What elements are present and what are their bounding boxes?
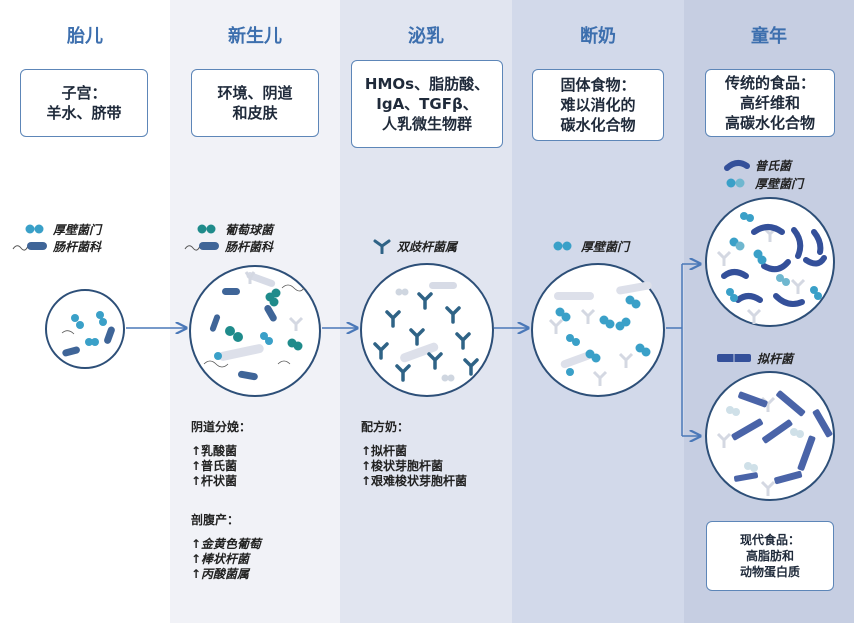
box-line: 高碳水化合物: [724, 114, 815, 132]
box-line: HMOs、脂肪酸、: [364, 75, 490, 93]
legend-label: 普氏菌: [755, 158, 792, 173]
note-item: ↑乳酸菌: [191, 444, 238, 458]
note-heading: 配方奶：: [361, 420, 410, 434]
box-line: 难以消化的: [560, 96, 636, 114]
legend-label: 厚壁菌门: [53, 222, 102, 237]
lactation-source-box: HMOs、脂肪酸、 IgA、TGFβ、人乳微生物群: [351, 60, 503, 148]
box-line: 碳水化合物: [560, 116, 636, 134]
coccus-pair-icon: [553, 241, 572, 251]
box-line: 现代食品：: [739, 533, 800, 547]
note-item: ↑杆状菌: [191, 474, 238, 488]
box-line: 环境、阴道: [217, 84, 293, 102]
traditional-diet-microbiome-circle: [705, 197, 835, 327]
weaning-microbiome-circle: [531, 263, 665, 397]
box-line: 子宫：: [61, 84, 107, 102]
modern-diet-microbiome-circle: [705, 371, 835, 501]
note-item: ↑梭状芽胞杆菌: [361, 459, 444, 473]
legend-item: 肠杆菌科: [12, 238, 101, 254]
curved-rod-icon: [724, 160, 750, 171]
legend-item: 肠杆菌科: [184, 238, 273, 254]
legend-label: 厚壁菌门: [581, 239, 630, 254]
coccus-pair-icon: [25, 224, 44, 234]
legend-item: 双歧杆菌属: [372, 238, 457, 254]
note-item: ↑丙酸菌属: [191, 567, 250, 581]
newborn-vaginal-note: 阴道分娩： ↑乳酸菌 ↑普氏菌 ↑杆状菌: [191, 420, 251, 489]
note-item: ↑艰难梭状芽胞杆菌: [361, 474, 468, 488]
note-item: ↑金黄色葡萄: [191, 537, 262, 551]
note-item: ↑棒状杆菌: [191, 552, 250, 566]
box-line: 动物蛋白质: [739, 565, 800, 579]
note-heading: 剖腹产：: [191, 513, 240, 527]
box-line: 和皮肤: [232, 104, 278, 122]
legend-label: 拟杆菌: [757, 351, 794, 366]
legend-item: 厚壁菌门: [552, 238, 629, 254]
legend-item: 葡萄球菌: [196, 221, 273, 237]
box-line: 固体食物：: [560, 76, 636, 94]
legend-label: 双歧杆菌属: [397, 239, 458, 254]
lactation-formula-note: 配方奶： ↑拟杆菌 ↑梭状芽胞杆菌 ↑艰难梭状芽胞杆菌: [361, 420, 467, 489]
rod-icon: [717, 354, 751, 362]
box-line: IgA、TGFβ、: [376, 95, 478, 113]
legend-item: 厚壁菌门: [24, 221, 101, 237]
fetus-source-box: 子宫： 羊水、脐带: [20, 69, 148, 137]
childhood-modern-box: 现代食品： 高脂肪和动物蛋白质: [706, 521, 834, 591]
box-line: 高纤维和: [739, 94, 800, 112]
stage-title-weaning: 断奶: [580, 26, 616, 47]
newborn-source-box: 环境、阴道和皮肤: [191, 69, 319, 137]
note-item: ↑普氏菌: [191, 459, 238, 473]
note-item: ↑拟杆菌: [361, 444, 408, 458]
legend-label: 肠杆菌科: [53, 239, 102, 254]
fetus-microbiome-circle: [45, 289, 125, 369]
stage-title-fetus: 胎儿: [67, 26, 103, 47]
legend-item: 厚壁菌门: [724, 175, 803, 191]
legend-item: 普氏菌: [724, 157, 791, 173]
stage-title-newborn: 新生儿: [228, 26, 282, 47]
childhood-traditional-box: 传统的食品： 高纤维和高碳水化合物: [705, 69, 835, 137]
coccus-pair-icon: [726, 178, 745, 188]
newborn-microbiome-circle: [189, 265, 321, 397]
stage-title-childhood: 童年: [751, 26, 787, 47]
legend-label: 厚壁菌门: [755, 176, 804, 191]
legend-label: 葡萄球菌: [225, 222, 274, 237]
lactation-microbiome-circle: [360, 263, 494, 397]
note-heading: 阴道分娩：: [191, 420, 252, 434]
box-line: 人乳微生物群: [381, 115, 472, 133]
newborn-cesarean-note: 剖腹产： ↑金黄色葡萄 ↑棒状杆菌 ↑丙酸菌属: [191, 513, 261, 582]
weaning-source-box: 固体食物： 难以消化的碳水化合物: [532, 69, 664, 141]
rod-flagellum-icon: [184, 242, 219, 251]
stage-title-lactation: 泌乳: [408, 26, 444, 47]
box-line: 传统的食品：: [724, 74, 815, 92]
legend-label: 肠杆菌科: [225, 239, 274, 254]
rod-flagellum-icon: [12, 242, 47, 251]
legend-item: 拟杆菌: [716, 350, 793, 366]
box-line: 高脂肪和: [745, 549, 794, 563]
coccus-pair-icon: [197, 224, 216, 234]
box-line: 羊水、脐带: [46, 104, 122, 122]
bifidobacterium-icon: [373, 239, 391, 254]
